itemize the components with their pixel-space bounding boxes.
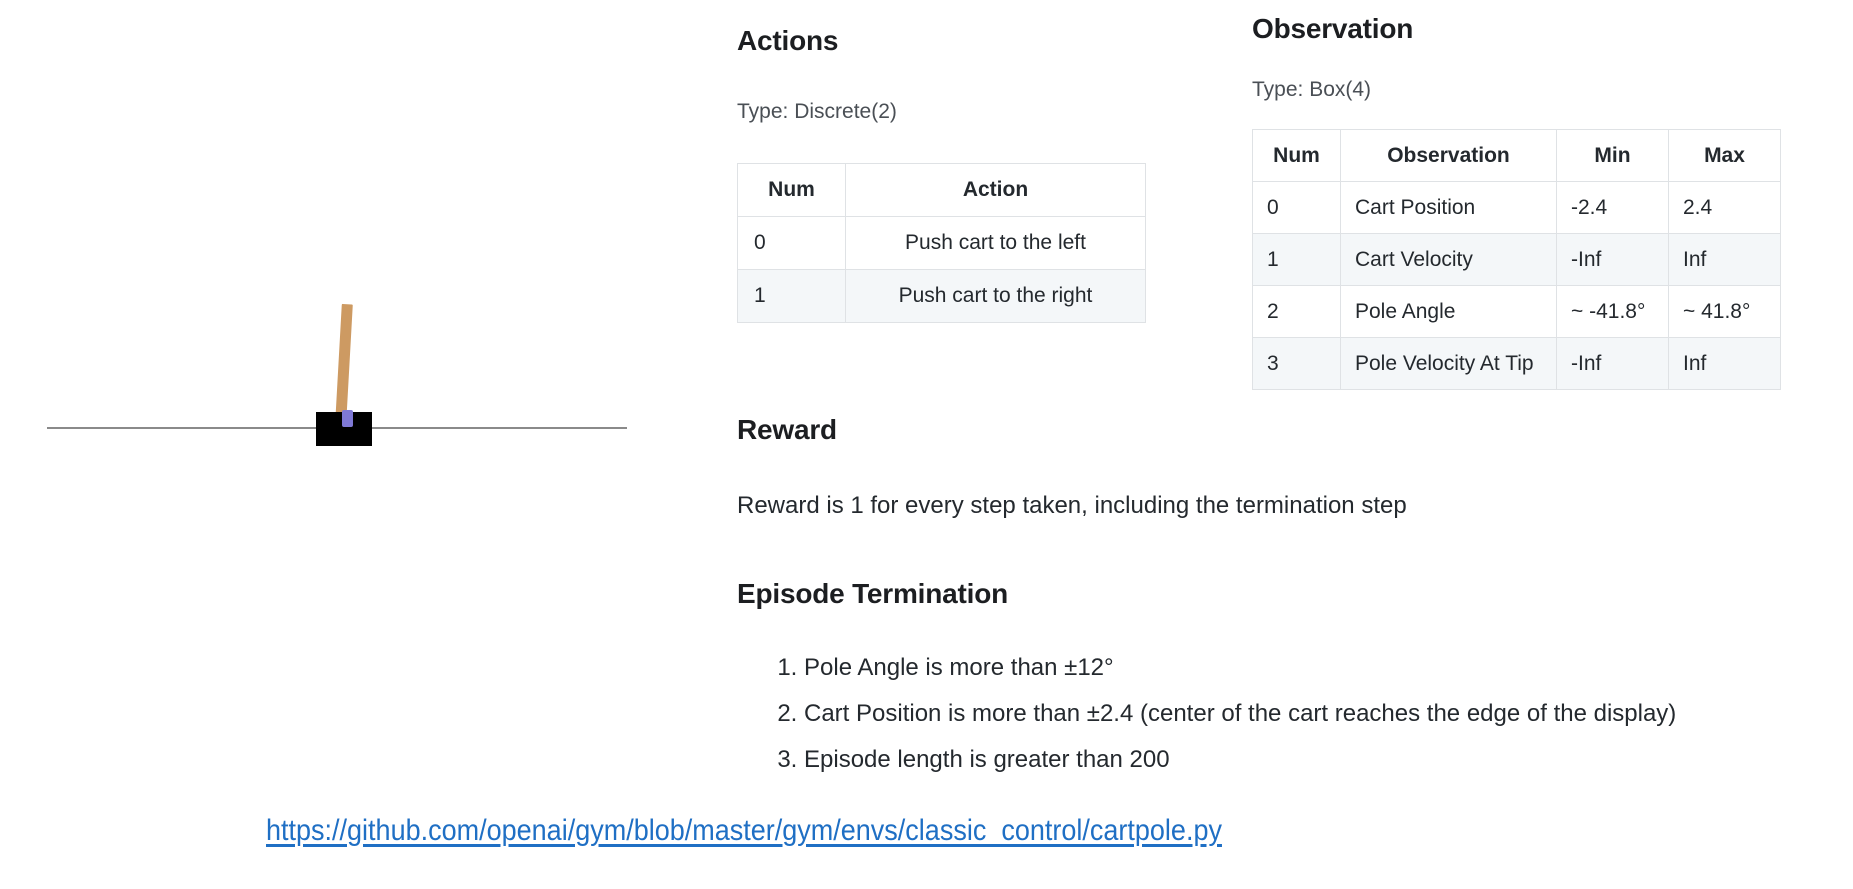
actions-heading: Actions [737, 25, 839, 56]
observation-cell-max: ~ 41.8° [1668, 285, 1781, 338]
observation-header-num: Num [1252, 129, 1341, 182]
episode-termination-heading: Episode Termination [737, 578, 1009, 609]
observation-cell-num: 1 [1252, 233, 1341, 286]
observation-cell-min: ~ -41.8° [1556, 285, 1669, 338]
table-header-row: Num Action [737, 163, 1146, 217]
reward-heading: Reward [737, 414, 837, 445]
pole-icon [335, 303, 353, 427]
observation-type-label: Type: Box(4) [1252, 78, 1372, 101]
observation-cell-name: Pole Velocity At Tip [1340, 337, 1557, 390]
table-row: 2 Pole Angle ~ -41.8° ~ 41.8° [1252, 285, 1781, 338]
observation-cell-num: 0 [1252, 181, 1341, 234]
actions-cell-action: Push cart to the left [845, 216, 1146, 270]
actions-type-label: Type: Discrete(2) [737, 100, 897, 123]
actions-cell-action: Push cart to the right [845, 269, 1146, 323]
actions-header-action: Action [845, 163, 1146, 217]
list-item: Cart Position is more than ±2.4 (center … [804, 691, 1676, 737]
table-row: 0 Push cart to the left [737, 216, 1146, 270]
actions-header-num: Num [737, 163, 846, 217]
observation-header-max: Max [1668, 129, 1781, 182]
observation-cell-min: -Inf [1556, 337, 1669, 390]
observation-cell-num: 2 [1252, 285, 1341, 338]
table-row: 1 Cart Velocity -Inf Inf [1252, 233, 1781, 286]
list-item: Episode length is greater than 200 [804, 737, 1676, 783]
actions-table: Num Action 0 Push cart to the left 1 Pus… [737, 163, 1146, 323]
observation-cell-name: Cart Velocity [1340, 233, 1557, 286]
table-row: 1 Push cart to the right [737, 269, 1146, 323]
observation-cell-num: 3 [1252, 337, 1341, 390]
observation-header-min: Min [1556, 129, 1669, 182]
table-header-row: Num Observation Min Max [1252, 129, 1781, 182]
observation-cell-min: -Inf [1556, 233, 1669, 286]
actions-cell-num: 0 [737, 216, 846, 270]
cartpole-illustration [0, 270, 680, 470]
reward-description: Reward is 1 for every step taken, includ… [737, 492, 1407, 519]
table-row: 3 Pole Velocity At Tip -Inf Inf [1252, 337, 1781, 390]
episode-termination-list: Pole Angle is more than ±12° Cart Positi… [752, 645, 1676, 783]
observation-cell-name: Pole Angle [1340, 285, 1557, 338]
observation-cell-min: -2.4 [1556, 181, 1669, 234]
axle-icon [342, 410, 353, 427]
actions-cell-num: 1 [737, 269, 846, 323]
list-item: Pole Angle is more than ±12° [804, 645, 1676, 691]
observation-heading: Observation [1252, 13, 1414, 44]
observation-cell-max: Inf [1668, 233, 1781, 286]
observation-table: Num Observation Min Max 0 Cart Position … [1252, 129, 1781, 390]
observation-cell-max: Inf [1668, 337, 1781, 390]
observation-cell-name: Cart Position [1340, 181, 1557, 234]
observation-cell-max: 2.4 [1668, 181, 1781, 234]
table-row: 0 Cart Position -2.4 2.4 [1252, 181, 1781, 234]
observation-header-observation: Observation [1340, 129, 1557, 182]
source-code-link[interactable]: https://github.com/openai/gym/blob/maste… [266, 814, 1222, 847]
